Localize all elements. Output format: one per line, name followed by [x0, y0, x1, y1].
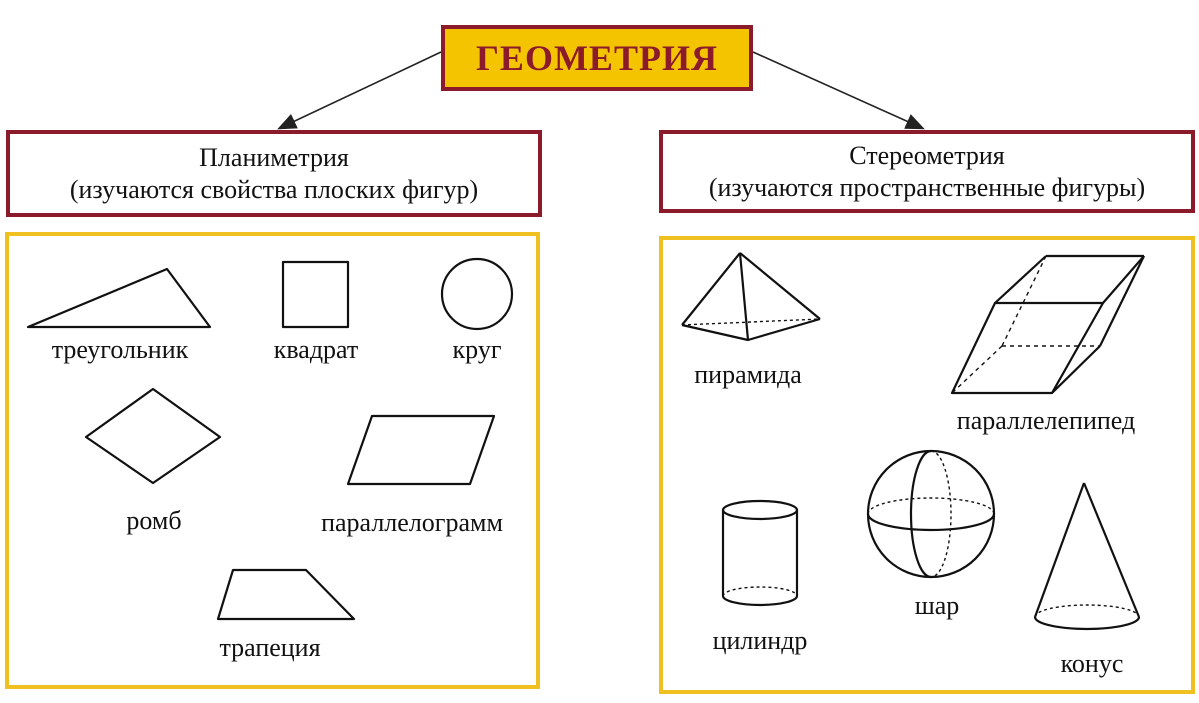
stereometry-description: (изучаются пространственные фигуры) — [708, 172, 1146, 202]
arrow-to-stereometry — [752, 51, 925, 130]
planimetry-name: Планиметрия — [199, 142, 349, 172]
parallelogram-label: параллелограмм — [321, 508, 503, 537]
stereometry-box: Стереометрия (изучаются пространственные… — [659, 130, 1195, 213]
pyramid-shape — [681, 252, 821, 342]
sphere-label: шар — [914, 591, 960, 620]
planimetry-box: Планиметрия (изучаются свойства плоских … — [6, 130, 542, 217]
trapezoid-label: трапеция — [219, 633, 321, 662]
stereometry-figures-panel — [659, 236, 1195, 694]
parallelogram-shape — [346, 414, 496, 486]
rhombus-label: ромб — [126, 506, 182, 535]
planimetry-description: (изучаются свойства плоских фигур) — [69, 174, 479, 204]
sphere-shape — [866, 449, 996, 579]
diagram-title: ГЕОМЕТРИЯ — [476, 38, 718, 78]
planimetry-figures-panel — [5, 232, 540, 689]
stereometry-name: Стереометрия — [849, 140, 1005, 170]
pyramid-label: пирамида — [694, 360, 802, 389]
square-shape — [281, 260, 350, 329]
trapezoid-shape — [216, 568, 356, 621]
rhombus-shape — [84, 387, 222, 485]
cone-label: конус — [1060, 649, 1124, 678]
triangle-shape — [26, 267, 212, 329]
parallelepiped-shape — [950, 254, 1145, 395]
parallelepiped-label: параллелепипед — [956, 406, 1136, 435]
arrow-to-planimetry — [277, 51, 442, 130]
cylinder-shape — [721, 499, 799, 607]
cylinder-label: цилиндр — [712, 626, 808, 655]
circle-shape — [440, 257, 514, 331]
cone-shape — [1033, 482, 1141, 631]
square-label: квадрат — [273, 335, 359, 364]
title-box: ГЕОМЕТРИЯ — [441, 25, 753, 91]
triangle-label: треугольник — [51, 335, 189, 364]
circle-label: круг — [452, 335, 502, 364]
